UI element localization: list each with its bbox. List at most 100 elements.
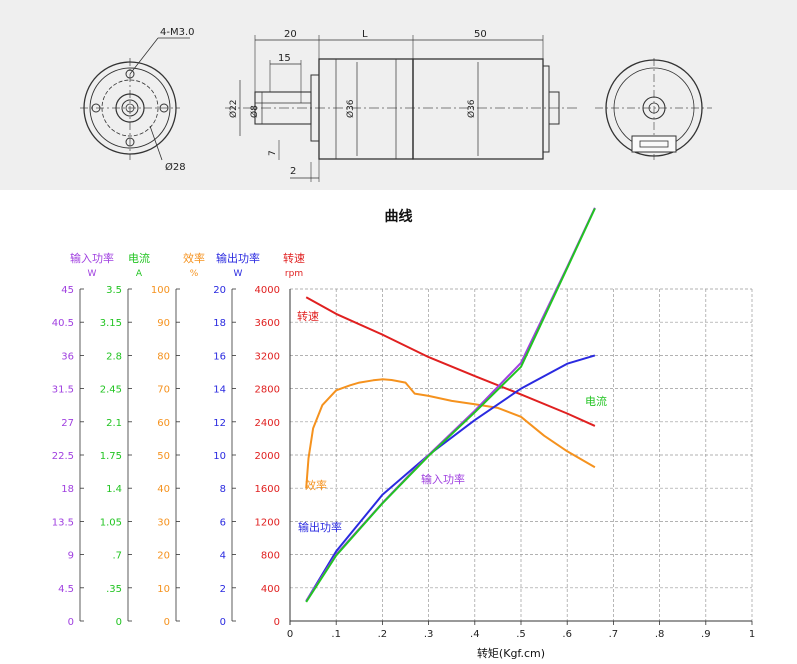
left-axis-tick-label: 30 [157,517,170,528]
left-axis-tick-label: 40.5 [52,318,74,329]
left-axis-tick-label: 8 [220,484,226,495]
left-axis-tick-label: 1.05 [100,517,122,528]
series-label: 电流 [585,394,607,408]
left-axis-tick-label: 18 [61,484,74,495]
left-axis-tick-label: 27 [61,418,74,429]
left-axis-tick-label: 20 [213,285,226,296]
left-axis-tick-label: 50 [157,451,170,462]
left-axis-tick-label: 4000 [255,285,280,296]
left-axis-tick-label: 70 [157,385,170,396]
left-axis-tick-label: 12 [213,418,226,429]
x-tick-label: .1 [331,629,341,640]
left-axis-tick-label: 13.5 [52,517,74,528]
left-axis-tick-label: 6 [220,517,226,528]
left-axis-tick-label: 18 [213,318,226,329]
left-axis-tick-label: 2.8 [106,351,122,362]
left-axis-tick-label: 100 [151,285,170,296]
left-axis-tick-label: 2.45 [100,385,122,396]
dim-boss-dia: Ø22 [228,99,239,118]
left-axis-tick-label: 1.75 [100,451,122,462]
grid-layer [289,288,753,625]
left-axis-tick-label: 0 [220,617,226,628]
x-axis-title: 转矩(Kgf.cm) [477,646,545,660]
x-tick-label: .5 [516,629,526,640]
axis-header-unit: W [234,269,243,279]
left-axis-tick-label: 1600 [255,484,280,495]
axis-header-unit: % [190,269,199,279]
series-line [305,354,596,602]
left-axis-tick-label: 3200 [255,351,280,362]
left-axis-tick-label: 0 [116,617,122,628]
left-axis-tick-label: 90 [157,318,170,329]
series-line [305,378,596,489]
dim-motor-len: 50 [474,29,487,40]
left-axis-tick-label: 0 [274,617,280,628]
dim-flat-depth: 7 [268,150,278,156]
axis-header-unit: W [88,269,97,279]
left-axis-tick-label: 1200 [255,517,280,528]
front-view [80,37,190,161]
series-line [305,207,596,603]
section-title: 曲线 [384,209,413,225]
left-axis-tick-label: 2.1 [106,418,122,429]
left-axis-tick-label: 9 [68,551,74,562]
left-axis-tick-label: 3.5 [106,285,122,296]
series-layer [305,207,596,603]
left-axis-tick-label: 800 [261,551,280,562]
axis-header-name: 转速 [283,251,305,265]
left-axis-tick-label: 80 [157,351,170,362]
axis-header-name: 输出功率 [216,251,260,265]
side-view [225,35,580,182]
dim-gearbox-dia: Ø36 [345,99,356,118]
left-axis-tick-label: 40 [157,484,170,495]
x-tick-label: .2 [378,629,388,640]
axis-header-name: 输入功率 [70,251,114,265]
left-axis-tick-label: 36 [61,351,74,362]
series-label: 效率 [305,478,327,492]
dimension-drawing: 4-M3.0 Ø28 20 L 5 [80,27,712,182]
left-axis-tick-label: 400 [261,584,280,595]
series-line [305,296,596,427]
drawing-background [0,0,797,190]
rear-view [595,58,712,160]
x-tick-label: .6 [562,629,572,640]
left-axis-tick-label: 2000 [255,451,280,462]
left-axis-tick-label: 22.5 [52,451,74,462]
left-axis-tick-label: 31.5 [52,385,74,396]
hole-callout: 4-M3.0 [160,27,195,38]
left-axis-tick-label: .35 [106,584,122,595]
left-axis-tick-label: 4.5 [58,584,74,595]
x-tick-label: .3 [424,629,434,640]
left-axis-tick-label: 4 [220,551,226,562]
x-tick-label: 1 [749,629,755,640]
left-axis-tick-label: 1.4 [106,484,122,495]
left-axis-tick-label: 2 [220,584,226,595]
dim-flat-len: 15 [278,53,291,64]
left-axis-tick-label: .7 [112,551,122,562]
dim-shaft-len: 20 [284,29,297,40]
left-axis-tick-label: 3600 [255,318,280,329]
x-tick-label: .4 [470,629,480,640]
series-label: 转速 [297,309,319,323]
series-label: 输出功率 [298,520,342,534]
axis-header-name: 效率 [183,251,205,265]
left-axis-tick-label: 45 [61,285,74,296]
left-axis-tick-label: 16 [213,351,226,362]
left-axis-tick-label: 20 [157,551,170,562]
axis-header-unit: A [136,269,143,279]
x-tick-label: .9 [701,629,711,640]
left-axis-tick-label: 0 [68,617,74,628]
dim-body-len: L [362,29,368,40]
left-axis-tick-label: 14 [213,385,226,396]
left-axis-tick-label: 2800 [255,385,280,396]
x-tick-label: .8 [655,629,665,640]
axis-header-unit: rpm [285,269,303,279]
left-axis-tick-label: 0 [164,617,170,628]
circle-dia-label: Ø28 [165,161,186,173]
axis-header-name: 电流 [128,251,150,265]
dim-motor-dia: Ø36 [466,99,477,118]
left-axis-tick-label: 10 [157,584,170,595]
series-line [305,207,596,602]
